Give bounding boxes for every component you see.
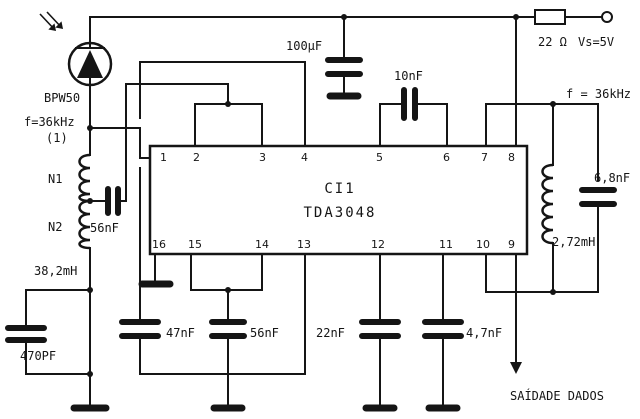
ic-body	[148, 144, 529, 256]
filter-frequency-label: f = 36kHz	[566, 87, 631, 101]
ic-pin-8: 8	[508, 151, 515, 164]
ic-pin-10: 10	[476, 238, 490, 251]
capacitor-470pf-label: 470PF	[20, 349, 56, 363]
ic-pin-12: 12	[371, 238, 385, 251]
junction-dot	[225, 101, 231, 107]
supply-rail-wire	[89, 16, 603, 49]
coil-bottom-wire	[25, 247, 91, 409]
photodiode-label: BPW50	[44, 91, 80, 105]
capacitor-22nf	[359, 319, 401, 339]
junction-dot	[87, 371, 93, 377]
capacitor-6-8nf-label: 6,8nF	[594, 171, 630, 185]
coil-inductance-label: 38,2mH	[34, 264, 77, 278]
output-label: SAÍDADE DADOS	[510, 388, 604, 403]
supply-voltage-label: Vs=5V	[578, 35, 614, 49]
ic-pin-16: 16	[152, 238, 166, 251]
capacitor-47nf-bottom-wire	[139, 253, 306, 375]
coil-n1-label: N1	[48, 172, 62, 186]
capacitor-47nf	[119, 319, 161, 339]
ic-pin-6: 6	[443, 151, 450, 164]
supply-terminal	[601, 11, 613, 23]
capacitor-6-8nf-wire	[485, 203, 599, 293]
resistor-22-ohm	[534, 9, 566, 25]
input-frequency-label: f=36kHz	[24, 115, 75, 129]
ic-pin-15: 15	[188, 238, 202, 251]
ic-pin-3: 3	[259, 151, 266, 164]
capacitor-470pf-bottom-wire	[25, 339, 91, 375]
capacitor-6-8nf	[579, 187, 617, 207]
ic-pin-9: 9	[508, 238, 515, 251]
pins-5-6-wire	[379, 103, 448, 147]
capacitor-10nf	[401, 87, 418, 121]
ic-pin-2: 2	[193, 151, 200, 164]
capacitor-56nf-bottom-label: 56nF	[250, 326, 279, 340]
capacitor-47nf-label: 47nF	[166, 326, 195, 340]
ic-pin-4: 4	[301, 151, 308, 164]
ic-pin-14: 14	[255, 238, 269, 251]
ic-pin-13: 13	[297, 238, 311, 251]
ic-part: TDA3048	[303, 205, 376, 221]
junction-dot	[87, 287, 93, 293]
capacitor-56nf-coil	[105, 186, 121, 216]
input-frequency-note: (1)	[46, 131, 68, 145]
ic-pin-1: 1	[160, 151, 167, 164]
light-arrows-icon	[39, 11, 64, 32]
capacitor-10nf-label: 10nF	[394, 69, 423, 83]
capacitor-100uf	[325, 57, 363, 77]
capacitor-56nf-bottom	[209, 319, 247, 339]
coil-n2-label: N2	[48, 220, 62, 234]
capacitor-4-7nf-label: 4,7nF	[466, 326, 502, 340]
capacitor-470pf	[5, 325, 47, 343]
capacitor-56nf-coil-label: 56nF	[90, 221, 119, 235]
ic-pin-11: 11	[439, 238, 453, 251]
capacitor-100uf-label: 100µF	[286, 39, 322, 53]
capacitor-22nf-label: 22nF	[316, 326, 345, 340]
ic-pin-7: 7	[481, 151, 488, 164]
node-to-pin1-wire	[89, 127, 141, 147]
pin1-drop-wire	[139, 145, 151, 159]
capacitor-4-7nf	[422, 319, 464, 339]
ic-name: CI1	[324, 181, 355, 197]
pin7-wire	[485, 103, 599, 181]
tap-to-pin3-wire	[119, 83, 229, 202]
photodiode-triangle	[77, 50, 103, 78]
pin4-wire	[139, 61, 306, 147]
filter-coil-label: 2,72mH	[552, 235, 595, 249]
output-arrow-icon	[510, 362, 522, 374]
pins-2-3-loop	[194, 103, 263, 147]
ic-pin-5: 5	[376, 151, 383, 164]
coil-n2	[78, 199, 91, 250]
junction-dot	[550, 289, 556, 295]
filter-coil	[541, 163, 554, 245]
pins-15-14-loop	[190, 253, 263, 291]
resistor-label: 22 Ω	[538, 35, 567, 49]
coil-n1	[78, 153, 91, 203]
